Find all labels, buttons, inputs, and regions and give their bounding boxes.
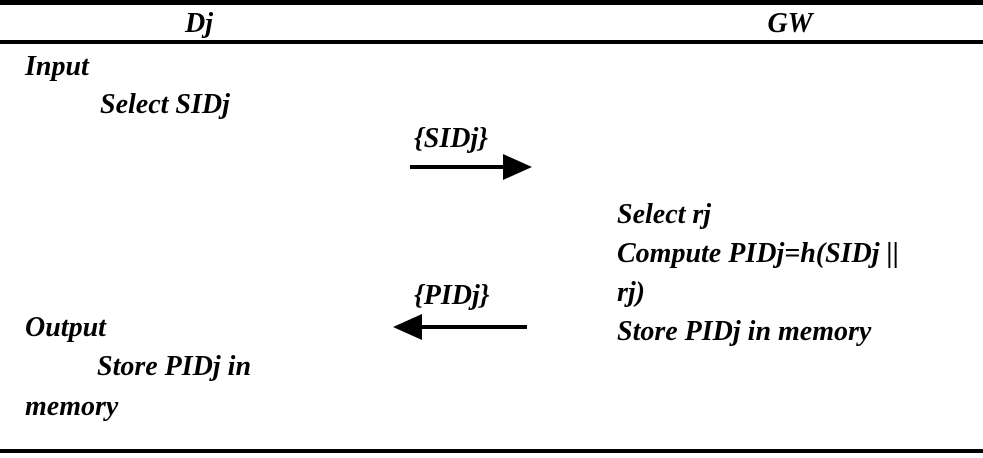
- gateway-step: Store PIDj in memory: [617, 316, 872, 347]
- gateway-step: Compute PIDj=h(SIDj ||: [617, 238, 899, 269]
- header-separator-rule: [0, 40, 983, 44]
- message-label-pidj: {PIDj}: [414, 280, 490, 311]
- column-header-gateway: GW: [767, 8, 813, 39]
- gateway-step: Select rj: [617, 199, 712, 230]
- arrow-shaft: [417, 325, 527, 329]
- message-arrow-right: [410, 154, 532, 180]
- message-label-sidj: {SIDj}: [414, 123, 488, 154]
- gateway-step: rj): [617, 277, 645, 308]
- arrow-shaft: [410, 165, 508, 169]
- gateway-steps-block: Select rj Compute PIDj=h(SIDj || rj) Sto…: [617, 195, 899, 351]
- arrowhead-right-icon: [503, 154, 532, 180]
- device-output-label: Output: [25, 312, 106, 343]
- top-border-rule: [0, 0, 983, 5]
- device-output-step-line1: Store PIDj in: [97, 351, 252, 382]
- device-input-step: Select SIDj: [100, 89, 230, 120]
- device-output-step-line2: memory: [25, 391, 119, 422]
- column-header-device: Dj: [185, 8, 213, 39]
- message-arrow-left: [393, 314, 527, 340]
- bottom-border-rule: [0, 449, 983, 453]
- device-input-label: Input: [25, 51, 89, 82]
